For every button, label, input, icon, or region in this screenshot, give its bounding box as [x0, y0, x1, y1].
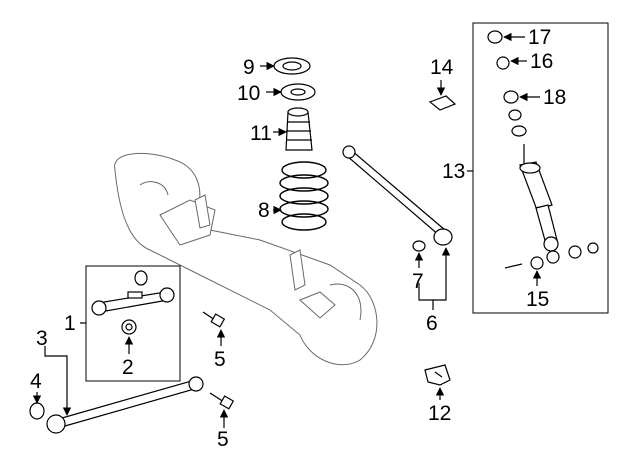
bracket-14	[428, 95, 457, 111]
callout-12: 12	[428, 402, 451, 425]
callout-9: 9	[243, 56, 255, 79]
bolt-lower	[209, 392, 235, 410]
bushing-cap	[134, 270, 148, 286]
lower-control-arm	[46, 376, 204, 434]
bracket-12	[424, 364, 451, 386]
lateral-rod	[342, 145, 453, 246]
callout-1: 1	[64, 312, 76, 335]
bump-stop-11	[285, 107, 313, 151]
callout-3: 3	[36, 327, 48, 350]
shock-lower-hardware	[504, 242, 599, 270]
leader-lines	[32, 32, 542, 428]
callout-2: 2	[122, 356, 134, 379]
callout-10: 10	[237, 82, 260, 105]
callout-15: 15	[526, 288, 549, 311]
spring-seat-9	[273, 57, 311, 75]
coil-spring-8	[279, 161, 329, 231]
cushion-17	[487, 30, 503, 44]
callout-6: 6	[426, 312, 438, 335]
callout-17: 17	[528, 26, 551, 49]
bushing-4	[29, 402, 45, 420]
callout-11: 11	[250, 122, 272, 145]
callout-5a: 5	[214, 348, 226, 371]
callout-13: 13	[442, 160, 465, 183]
upper-control-arm	[91, 287, 175, 316]
shock-absorber	[519, 144, 559, 252]
callout-8: 8	[258, 199, 270, 222]
callout-7: 7	[412, 270, 424, 293]
callout-16: 16	[530, 50, 553, 73]
callout-5b: 5	[217, 428, 229, 451]
bushing-7	[412, 240, 426, 252]
group-box-shock	[472, 22, 609, 314]
axle-housing	[114, 152, 378, 366]
insulator-10	[280, 83, 316, 101]
cushion-16	[496, 56, 510, 70]
callout-4: 4	[30, 370, 42, 393]
bushing-2	[121, 319, 137, 335]
callout-14: 14	[430, 56, 454, 79]
bolt-upper	[202, 311, 226, 328]
cushion-18	[503, 90, 527, 137]
callout-18: 18	[543, 86, 566, 109]
